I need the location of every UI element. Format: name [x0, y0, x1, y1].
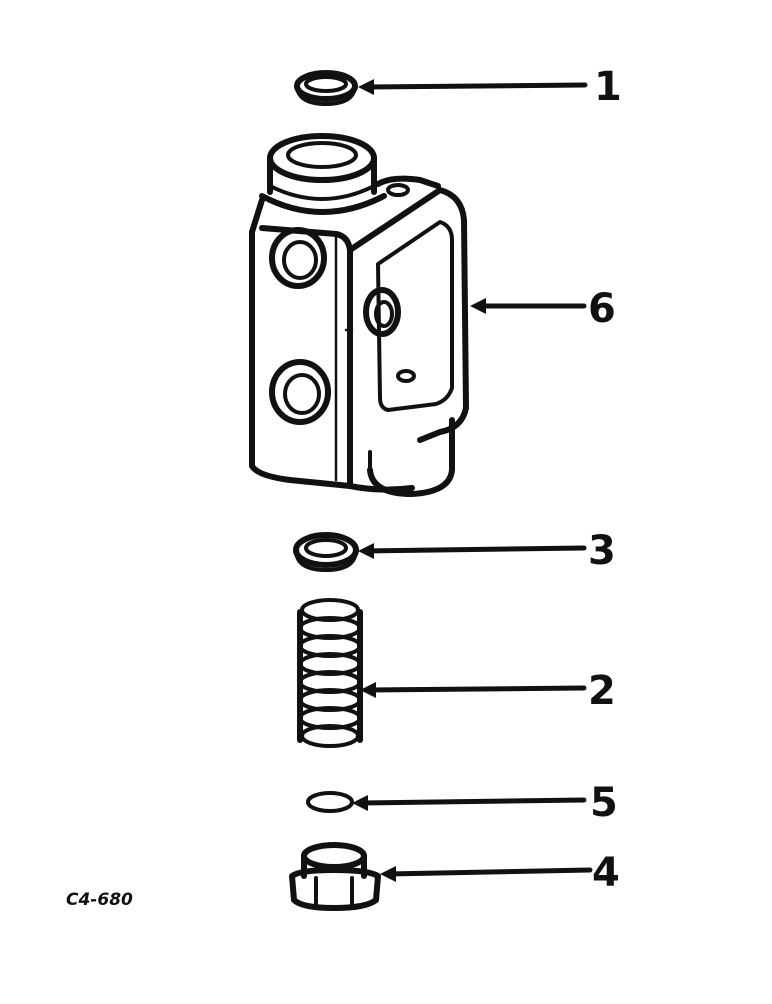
callout-label-6: 6 — [588, 286, 616, 332]
callout-label-5: 5 — [590, 780, 618, 826]
part-small-o-ring — [306, 791, 354, 813]
part-ring-top — [294, 70, 358, 106]
part-spring — [297, 598, 363, 748]
leader-1 — [358, 79, 588, 95]
part-ring-middle — [293, 532, 359, 572]
leader-6 — [470, 298, 587, 314]
leader-2 — [360, 682, 587, 698]
callout-label-2: 2 — [588, 668, 616, 714]
part-valve-body — [249, 133, 469, 497]
leader-5 — [352, 795, 587, 811]
figure-code: C4-680 — [66, 890, 133, 910]
callout-label-1: 1 — [594, 64, 622, 110]
part-plug — [289, 842, 381, 911]
leader-4 — [380, 866, 593, 882]
leader-3 — [358, 543, 587, 559]
callout-label-3: 3 — [588, 528, 616, 574]
callout-label-4: 4 — [592, 850, 620, 896]
